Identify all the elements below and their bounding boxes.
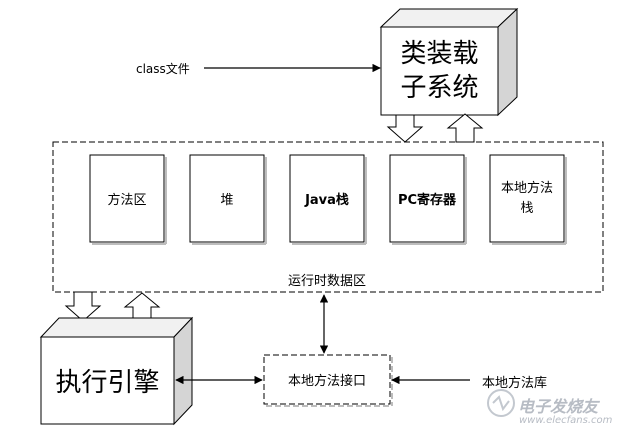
class-loader-line1: 类装载 [400, 39, 479, 69]
native-interface-label: 本地方法接口 [287, 374, 366, 389]
native-interface-box [263, 354, 393, 407]
java-stack-block [289, 154, 367, 245]
class-loader-label: 类装载 子系统 [381, 27, 498, 115]
runtime-blocks [89, 154, 567, 245]
watermark-logo-icon [487, 389, 515, 417]
pc-register-block [389, 154, 467, 245]
watermark-text: 电子发烧友 [518, 397, 599, 416]
method-area-label: 方法区 [107, 193, 147, 208]
execution-engine-box [39, 316, 194, 426]
up-block-arrow-engine [123, 292, 161, 322]
execution-engine-label: 执行引擎 [55, 368, 160, 398]
runtime-data-area-frame [52, 141, 604, 293]
up-block-arrow-loader [446, 113, 484, 143]
class-file-label: class文件 [136, 62, 190, 76]
native-method-stack-block [489, 154, 567, 245]
down-block-arrow-engine [64, 291, 102, 322]
watermark-url: www.elecfans.com [519, 415, 613, 426]
class-loader-box [379, 7, 519, 117]
heap-label: 堆 [220, 193, 234, 208]
down-block-arrow-loader [386, 114, 424, 143]
native-method-stack-label: 本地方法栈 [500, 180, 553, 216]
runtime-area-label: 运行时数据区 [287, 274, 367, 289]
heap-block [189, 154, 267, 245]
native-library-label: 本地方法库 [482, 376, 548, 391]
java-stack-label: Java栈 [305, 193, 349, 208]
pc-register-label: PC寄存器 [397, 193, 457, 208]
class-loader-line2: 子系统 [400, 73, 479, 103]
method-area-block [89, 154, 167, 245]
